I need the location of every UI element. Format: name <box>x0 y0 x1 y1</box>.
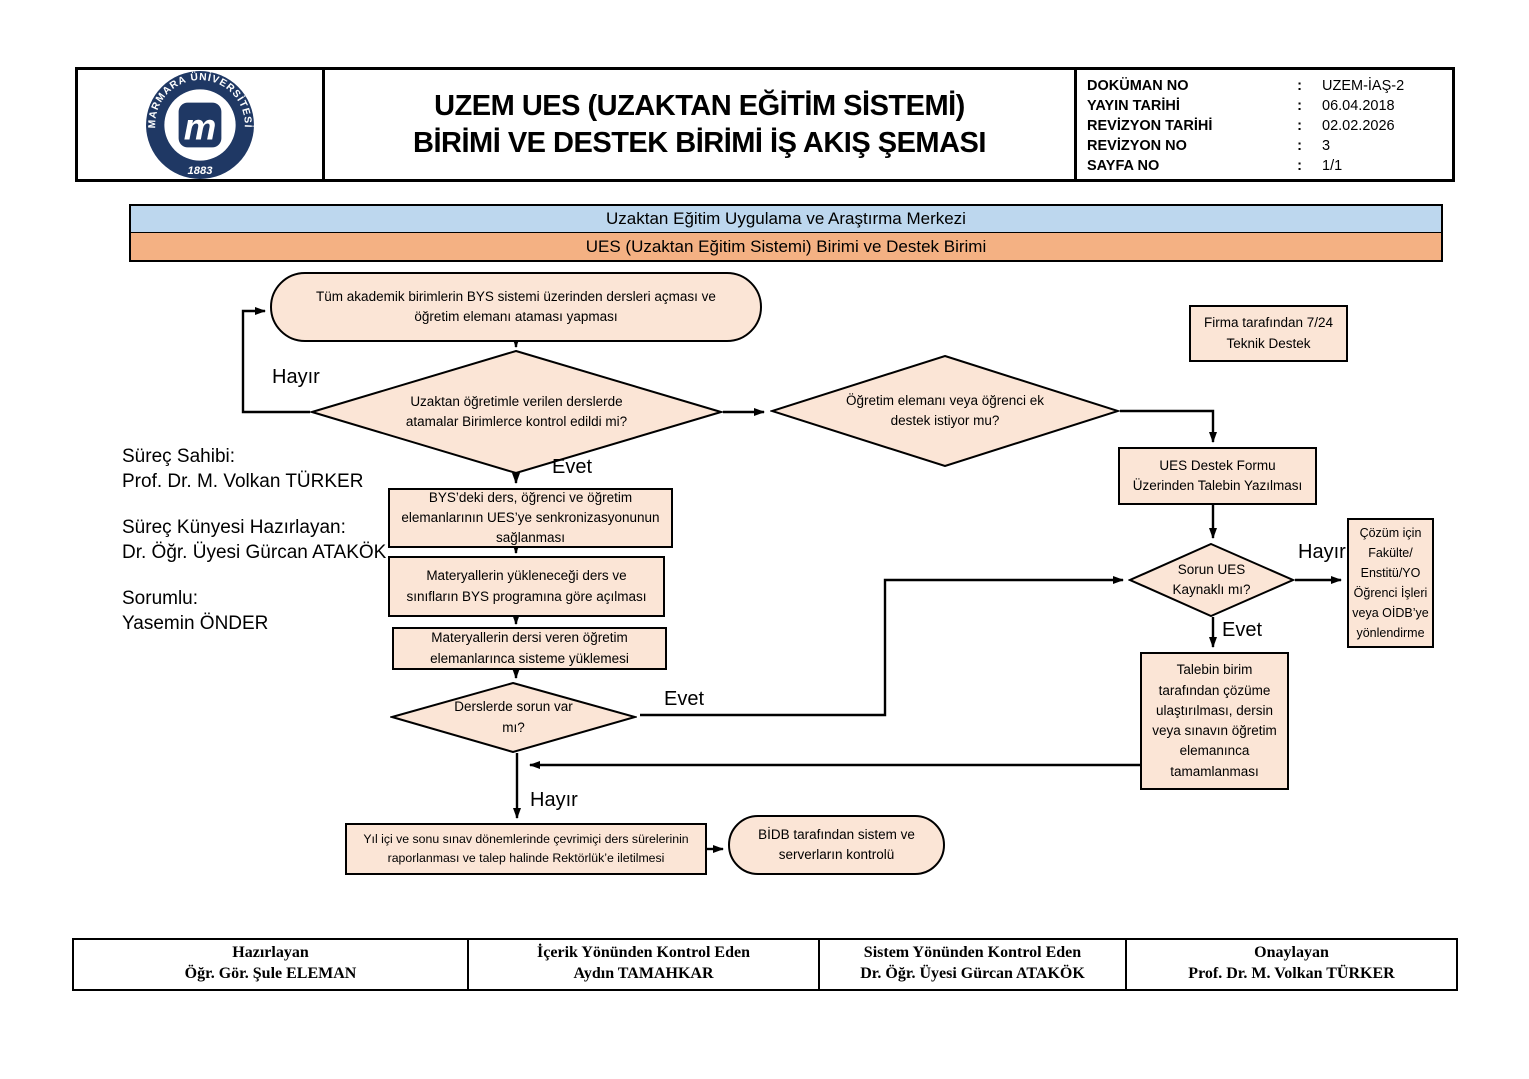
info-label: DOKÜMAN NO <box>1087 78 1189 94</box>
node-check-assignments-decision: Uzaktan öğretimle verilen derslerde atam… <box>310 350 723 474</box>
info-separator: : <box>1297 118 1302 134</box>
info-label: REVİZYON TARİHİ <box>1087 118 1213 134</box>
banner-center-name: Uzaktan Eğitim Uygulama ve Araştırma Mer… <box>129 204 1443 234</box>
document-title: UZEM UES (UZAKTAN EĞİTİM SİSTEMİ) BİRİMİ… <box>325 70 1077 179</box>
decision-text: Sorun UES Kaynaklı mı? <box>1172 561 1251 597</box>
info-row: YAYIN TARİHİ : 06.04.2018 <box>1087 96 1452 116</box>
info-separator: : <box>1297 98 1302 114</box>
approval-cell: Hazırlayan Öğr. Gör. Şule ELEMAN <box>74 940 469 989</box>
approval-name: Prof. Dr. M. Volkan TÜRKER <box>1188 965 1395 982</box>
edge-label-yes: Evet <box>664 688 705 710</box>
edge-label-no: Hayır <box>272 366 320 388</box>
node-ues-form: UES Destek Formu Üzerinden Talebin Yazıl… <box>1118 447 1317 505</box>
edge-label-yes: Evet <box>1222 619 1263 641</box>
info-row: REVİZYON TARİHİ : 02.02.2026 <box>1087 116 1452 136</box>
approval-role: Hazırlayan <box>232 944 309 961</box>
node-lesson-problem-decision: Derslerde sorun var mı? <box>390 682 637 753</box>
info-value: 3 <box>1322 138 1331 154</box>
node-ues-source-decision: Sorun UES Kaynaklı mı? <box>1128 543 1295 617</box>
process-responsible-label: Sorumlu: <box>122 588 199 609</box>
approval-name: Aydın TAMAHKAR <box>573 965 714 982</box>
approval-cell: İçerik Yönünden Kontrol Eden Aydın TAMAH… <box>469 940 820 989</box>
banner-unit-name: UES (Uzaktan Eğitim Sistemi) Birimi ve D… <box>129 233 1443 262</box>
process-owner-name: Prof. Dr. M. Volkan TÜRKER <box>122 471 364 492</box>
approval-name: Öğr. Gör. Şule ELEMAN <box>184 965 357 982</box>
process-author-name: Dr. Öğr. Üyesi Gürcan ATAKÖK <box>122 542 387 563</box>
info-label: REVİZYON NO <box>1087 138 1187 154</box>
node-start-terminator: Tüm akademik birimlerin BYS sistemi üzer… <box>270 272 762 342</box>
node-sync-bys: BYS’deki ders, öğrenci ve öğretim eleman… <box>388 488 673 548</box>
logo-monogram: m <box>184 106 217 147</box>
node-bidb-check-terminator: BİDB tarafından sistem ve serverların ko… <box>728 815 945 875</box>
decision-text: Uzaktan öğretimle verilen derslerde atam… <box>405 393 628 429</box>
approval-role: Sistem Yönünden Kontrol Eden <box>863 944 1082 961</box>
university-logo: MARMARA ÜNİVERSİTESİ m 1883 <box>146 69 254 179</box>
node-extra-support-decision: Öğretim elemanı veya öğrenci ek destek i… <box>770 355 1120 467</box>
title-line-2: BİRİMİ VE DESTEK BİRİMİ İŞ AKIŞ ŞEMASI <box>413 126 986 159</box>
info-value: UZEM-İAŞ-2 <box>1322 78 1405 94</box>
process-meta-panel: Süreç Sahibi: Prof. Dr. M. Volkan TÜRKER… <box>122 444 386 657</box>
approval-cell: Sistem Yönünden Kontrol Eden Dr. Öğr. Üy… <box>820 940 1127 989</box>
decision-text: Öğretim elemanı veya öğrenci ek destek i… <box>845 392 1045 428</box>
node-open-classes: Materyallerin yükleneceği ders ve sınıfl… <box>388 556 665 617</box>
process-owner-label: Süreç Sahibi: <box>122 446 236 467</box>
info-value: 02.02.2026 <box>1322 118 1395 134</box>
node-upload-materials: Materyallerin dersi veren öğretim eleman… <box>392 627 667 670</box>
info-value: 1/1 <box>1322 158 1343 174</box>
approval-role: Onaylayan <box>1254 944 1329 961</box>
approval-cell: Onaylayan Prof. Dr. M. Volkan TÜRKER <box>1127 940 1456 989</box>
edge-label-no: Hayır <box>1298 541 1346 563</box>
approval-name: Dr. Öğr. Üyesi Gürcan ATAKÖK <box>860 965 1085 982</box>
title-line-1: UZEM UES (UZAKTAN EĞİTİM SİSTEMİ) <box>434 89 965 122</box>
decision-text: Derslerde sorun var mı? <box>454 699 573 735</box>
process-responsible-name: Yasemin ÖNDER <box>122 613 269 634</box>
logo-cell: MARMARA ÜNİVERSİTESİ m 1883 <box>78 69 325 179</box>
info-row: SAYFA NO : 1/1 <box>1087 156 1452 176</box>
node-firma-support: Firma tarafından 7/24 Teknik Destek <box>1189 305 1348 362</box>
logo-year: 1883 <box>188 164 214 176</box>
process-author-label: Süreç Künyesi Hazırlayan: <box>122 517 346 538</box>
info-separator: : <box>1297 138 1302 154</box>
info-label: SAYFA NO <box>1087 158 1160 174</box>
edge-label-no: Hayır <box>530 789 578 811</box>
node-resolve-request: Talebin birim tarafından çözüme ulaştırı… <box>1140 652 1289 790</box>
approval-table: Hazırlayan Öğr. Gör. Şule ELEMAN İçerik … <box>72 938 1458 991</box>
node-redirect: Çözüm için Fakülte/ Enstitü/YO Öğrenci İ… <box>1347 518 1434 648</box>
info-row: REVİZYON NO : 3 <box>1087 136 1452 156</box>
header-table: MARMARA ÜNİVERSİTESİ m 1883 UZEM UES (UZ… <box>75 67 1455 182</box>
document-info-table: DOKÜMAN NO : UZEM-İAŞ-2 YAYIN TARİHİ : 0… <box>1077 70 1452 179</box>
info-row: DOKÜMAN NO : UZEM-İAŞ-2 <box>1087 76 1452 96</box>
edge-label-yes: Evet <box>552 456 593 478</box>
info-separator: : <box>1297 158 1302 174</box>
info-label: YAYIN TARİHİ <box>1087 98 1180 114</box>
approval-role: İçerik Yönünden Kontrol Eden <box>537 944 750 961</box>
node-reporting: Yıl içi ve sonu sınav dönemlerinde çevri… <box>345 823 707 875</box>
info-value: 06.04.2018 <box>1322 98 1395 114</box>
info-separator: : <box>1297 78 1302 94</box>
